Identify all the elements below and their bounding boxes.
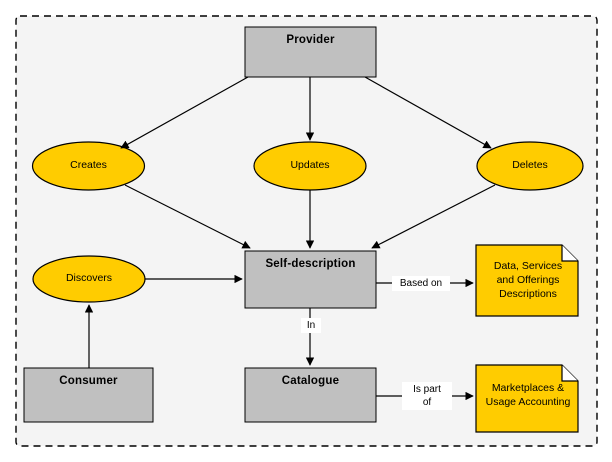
edge-provider-creates <box>120 76 249 149</box>
edge-label-in: In <box>301 318 321 333</box>
descriptions-note-shape[interactable] <box>475 244 579 317</box>
edge-provider-deletes <box>364 76 492 149</box>
discovers-ellipse[interactable] <box>32 255 146 303</box>
catalogue-box[interactable] <box>244 367 377 423</box>
edge-label-is-part-of: Is part of <box>402 382 452 410</box>
updates-ellipse[interactable] <box>253 141 367 191</box>
edge-label-based-on: Based on <box>392 276 450 291</box>
marketplaces-note-fold <box>561 365 578 382</box>
dashed-frame <box>15 15 598 447</box>
edge-creates-selfdescription <box>124 184 251 249</box>
provider-box[interactable] <box>244 26 377 78</box>
deletes-ellipse[interactable] <box>476 141 584 191</box>
descriptions-note-fold <box>561 245 578 262</box>
creates-ellipse[interactable] <box>31 141 146 191</box>
self-description-box[interactable] <box>244 250 377 309</box>
marketplaces-note-shape[interactable] <box>475 364 579 433</box>
consumer-box[interactable] <box>23 367 154 423</box>
edge-deletes-selfdescription <box>371 184 496 249</box>
